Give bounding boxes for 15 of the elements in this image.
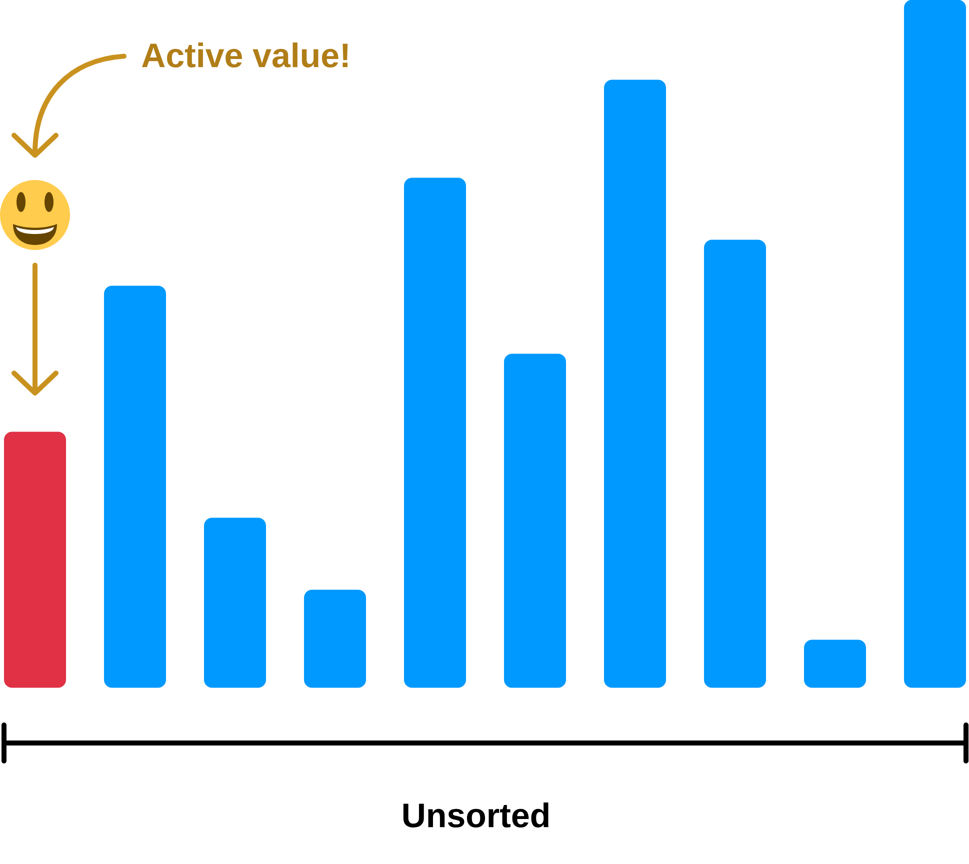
bar [604,80,666,688]
smiley-icon [0,180,70,250]
arrow [12,54,126,158]
callout-text: Active value! [142,42,348,68]
arrow [12,262,58,396]
bar [804,640,866,688]
bar [704,240,766,688]
bar [904,0,966,688]
bar [304,590,366,688]
bar [104,286,166,688]
bar [4,432,66,688]
bar [504,354,566,688]
bar [404,178,466,688]
axis-label: Unsorted [403,802,548,828]
bar [204,518,266,688]
